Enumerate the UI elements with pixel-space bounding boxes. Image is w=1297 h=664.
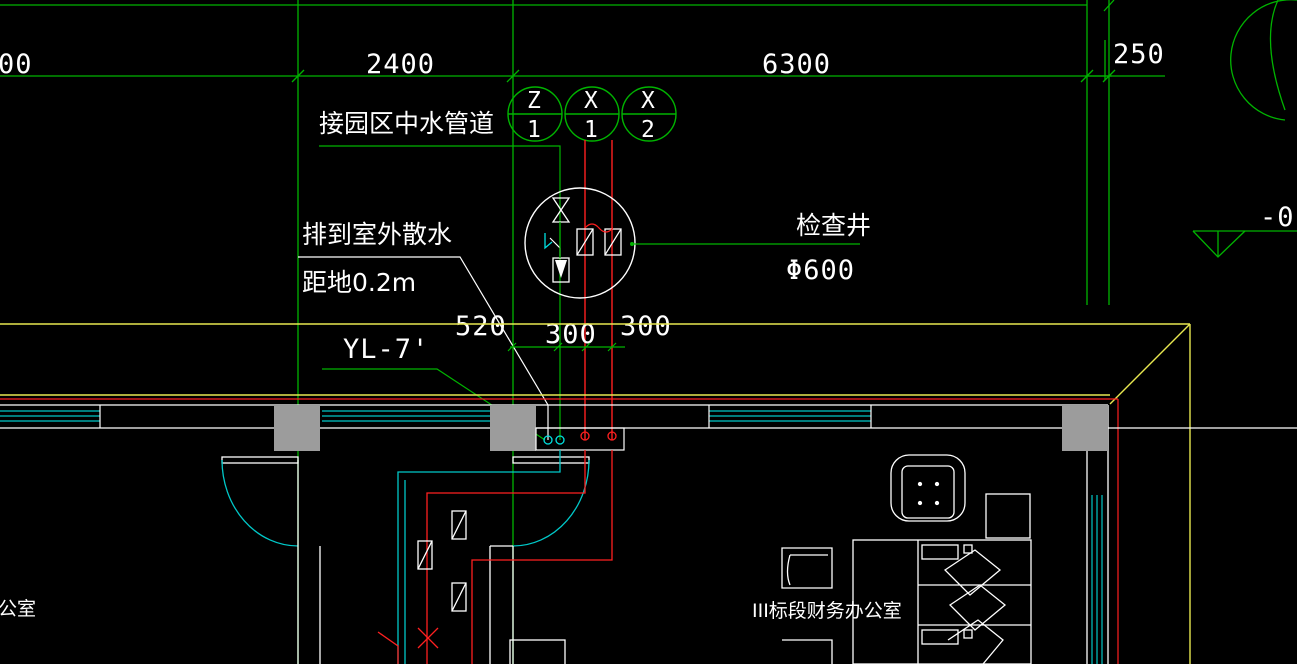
axis-bubbles: Z 1 X 1 X 2 xyxy=(507,86,677,143)
pipe-circles xyxy=(543,431,617,445)
pipes-red xyxy=(584,140,613,440)
building-outline xyxy=(0,323,1191,664)
leader-discharge xyxy=(298,256,549,406)
svg-text:Z: Z xyxy=(527,88,541,114)
svg-text:2: 2 xyxy=(641,117,655,143)
svg-text:X: X xyxy=(641,88,655,114)
dim-2400: 2400 xyxy=(366,49,435,80)
svg-text:1: 1 xyxy=(527,117,541,143)
door-left xyxy=(221,456,299,547)
svg-text:X: X xyxy=(584,88,598,114)
dim-6300: 6300 xyxy=(762,49,831,80)
columns xyxy=(274,405,1108,451)
valve-bottom xyxy=(377,627,439,664)
internal-pipes xyxy=(397,450,613,664)
label-well-diameter: Φ600 xyxy=(786,255,855,286)
label-discharge-line1: 排到室外散水 xyxy=(302,220,452,249)
inspection-well xyxy=(524,187,636,299)
bubble-x2: X 2 xyxy=(621,86,677,143)
pipe-box xyxy=(535,427,625,451)
level-marker-right xyxy=(1192,230,1297,258)
dimension-ticks xyxy=(291,0,1116,83)
dim-520: 520 xyxy=(455,311,507,342)
door-right xyxy=(512,456,590,547)
label-discharge-line2: 距地0.2m xyxy=(302,268,416,297)
label-pipe-tag: YL-7' xyxy=(343,334,429,365)
svg-text:1: 1 xyxy=(584,117,598,143)
furniture xyxy=(781,454,1032,664)
partial-circle-right xyxy=(1230,0,1297,121)
dim-left-partial: 00 xyxy=(0,49,33,80)
bubble-x1: X 1 xyxy=(564,86,620,143)
label-reclaimed-water: 接园区中水管道 xyxy=(319,109,494,138)
bubble-z1: Z 1 xyxy=(507,86,563,143)
interior-walls xyxy=(297,545,566,664)
dim-line-small xyxy=(507,342,625,352)
label-right-room: III标段财务办公室 xyxy=(752,600,902,622)
dim-250: 250 xyxy=(1113,39,1165,70)
windows xyxy=(0,405,1103,664)
label-inspection-well: 检查井 xyxy=(796,211,871,240)
leader-reclaimed-water xyxy=(319,145,561,440)
internal-valves xyxy=(417,510,467,612)
label-left-room: 公室 xyxy=(0,598,36,620)
dim-300-b: 300 xyxy=(620,311,672,342)
level-text-right: -0 xyxy=(1260,202,1295,233)
